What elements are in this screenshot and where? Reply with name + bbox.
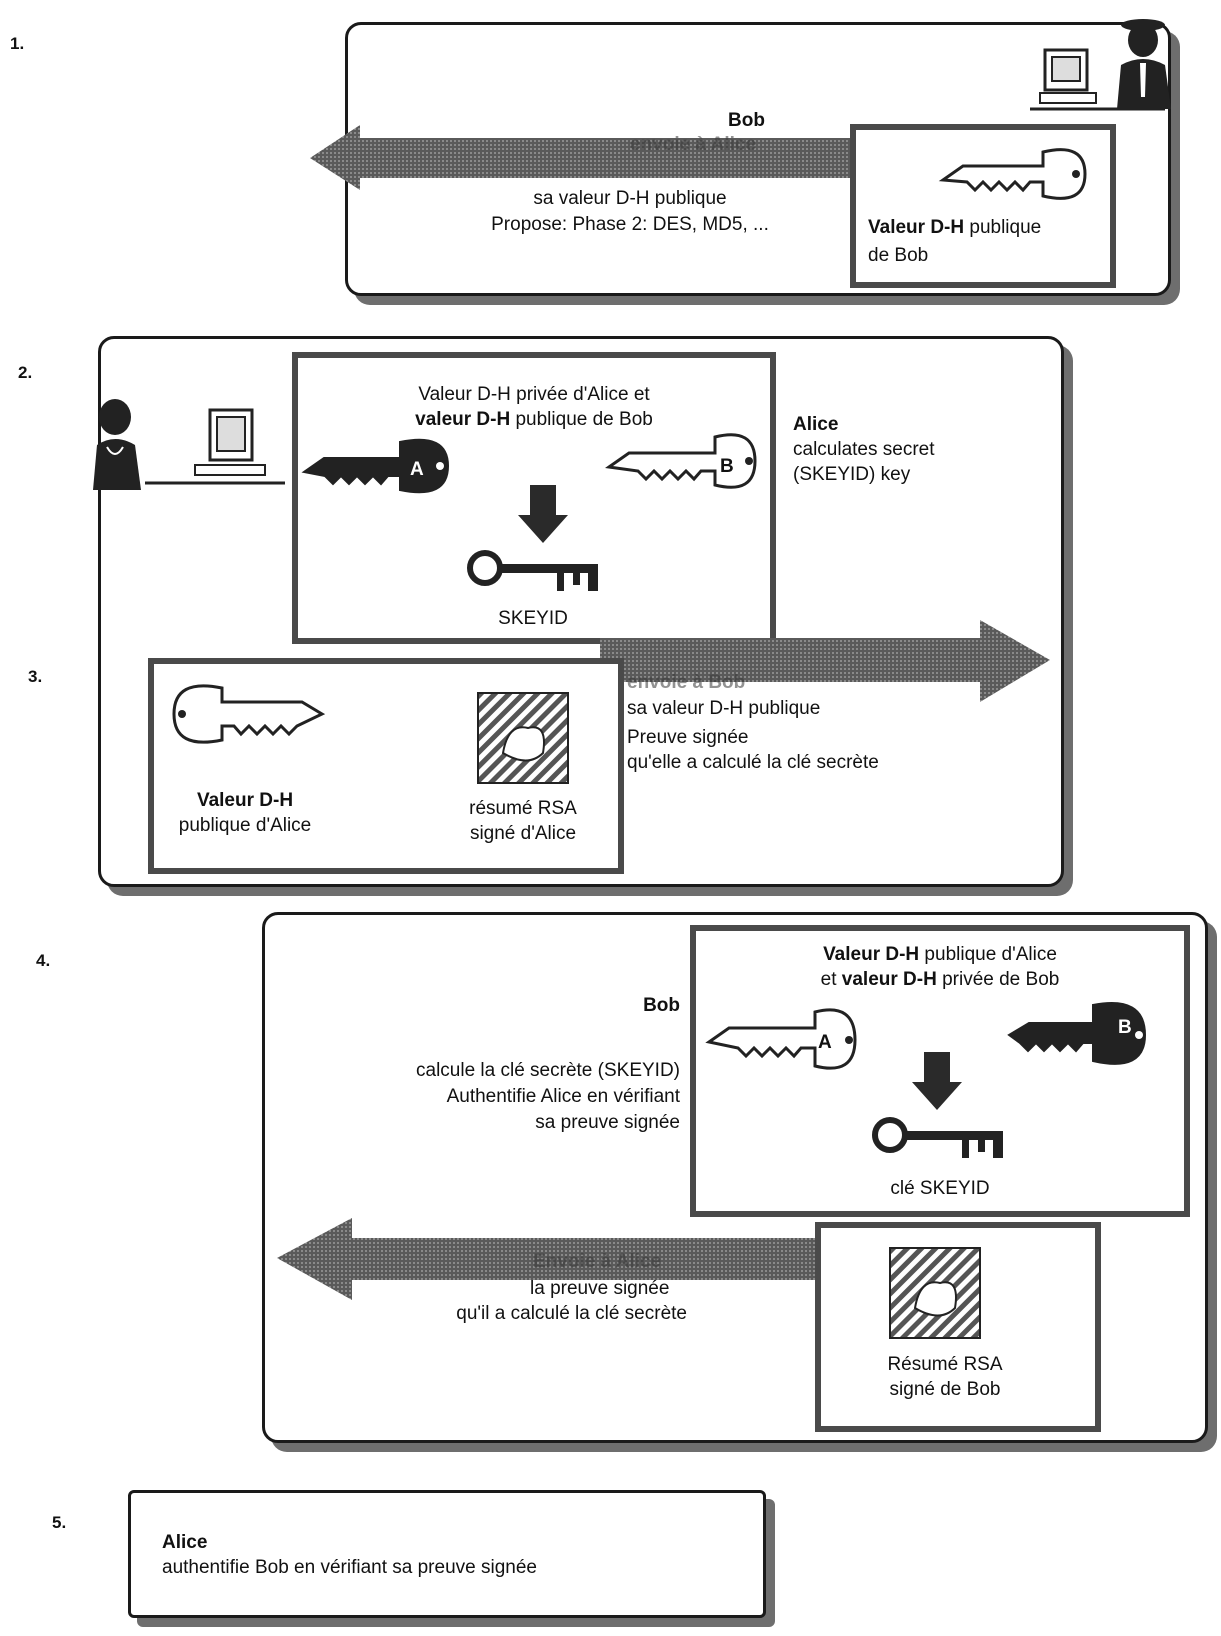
bob-figure-icon xyxy=(1025,5,1205,115)
step4-rsa-caption1: Résumé RSA xyxy=(840,1352,1050,1377)
step4-skeyid-label: clé SKEYID xyxy=(855,1176,1025,1201)
step1-line2: Propose: Phase 2: DES, MD5, ... xyxy=(440,212,820,237)
step2-key-a-label: A xyxy=(410,457,424,482)
alice-private-key-icon xyxy=(300,430,460,500)
step1-arrow-left xyxy=(310,120,850,190)
step3-rsa-caption2: signé d'Alice xyxy=(448,821,598,846)
step-number-1: 1. xyxy=(10,34,24,54)
step4-desc3: sa preuve signée xyxy=(330,1110,680,1135)
step2-actor: Alice xyxy=(793,412,838,437)
step2-skeyid-label: SKEYID xyxy=(468,606,598,631)
step4-line2: qu'il a calculé la clé secrète xyxy=(380,1301,687,1326)
bob-public-key-icon xyxy=(935,138,1095,208)
alice-public-key-icon-2 xyxy=(705,1000,865,1080)
step2-box-line1: Valeur D-H privée d'Alice et xyxy=(298,382,770,407)
step1-key-title-line2: de Bob xyxy=(868,243,928,268)
step4-desc1: calcule la clé secrète (SKEYID) xyxy=(330,1058,680,1083)
step4-box-line2-rest: privée de Bob xyxy=(937,969,1060,990)
skeyid-key-icon xyxy=(465,538,605,598)
step2-key-b-label: B xyxy=(720,454,734,479)
step1-line1: sa valeur D-H publique xyxy=(460,186,800,211)
step3-key-caption1: Valeur D-H xyxy=(160,788,330,813)
step-number-4: 4. xyxy=(36,951,50,971)
step1-arrow-label: envoie à Alice xyxy=(630,134,756,156)
alice-rsa-digest-icon xyxy=(478,693,568,783)
step2-desc2: (SKEYID) key xyxy=(793,462,910,487)
step4-box-line1-bold: Valeur D-H xyxy=(823,944,919,965)
step2-desc1: calculates secret xyxy=(793,437,935,462)
step1-key-title: Valeur D-H publique xyxy=(868,215,1041,240)
step5-actor: Alice xyxy=(162,1530,207,1555)
step5-line1: authentifie Bob en vérifiant sa preuve s… xyxy=(162,1555,537,1580)
step4-actor: Bob xyxy=(380,993,680,1018)
step4-box-line1: Valeur D-H publique d'Alice xyxy=(696,942,1184,967)
alice-public-key-icon xyxy=(160,680,330,760)
step4-box-line1-rest: publique d'Alice xyxy=(919,944,1057,965)
step-number-3: 3. xyxy=(28,667,42,687)
step1-key-title-rest: publique xyxy=(964,217,1041,238)
step-number-2: 2. xyxy=(18,363,32,383)
step4-key-a-label: A xyxy=(818,1030,832,1055)
bob-public-key-icon-2 xyxy=(605,425,765,495)
step3-rsa-caption1: résumé RSA xyxy=(448,796,598,821)
down-arrow-icon xyxy=(518,485,568,545)
step4-box-line2-bold: valeur D-H xyxy=(842,969,937,990)
step4-arrow-label: Envoie à Alice xyxy=(533,1251,661,1273)
down-arrow-icon-2 xyxy=(912,1052,962,1112)
step3-arrow-label: envoie à Bob xyxy=(627,672,745,694)
step4-line1: la preuve signée xyxy=(530,1276,669,1301)
step4-box-line2-pre: et xyxy=(821,969,842,990)
bob-private-key-icon xyxy=(1005,995,1165,1075)
step2-box-line2-bold: valeur D-H xyxy=(415,409,510,430)
step4-box-line2: et valeur D-H privée de Bob xyxy=(696,967,1184,992)
bob-rsa-digest-icon xyxy=(890,1248,980,1338)
step4-desc2: Authentifie Alice en vérifiant xyxy=(330,1084,680,1109)
step1-key-title-bold: Valeur D-H xyxy=(868,217,964,238)
step-number-5: 5. xyxy=(52,1513,66,1533)
step4-key-b-label: B xyxy=(1118,1015,1132,1040)
step1-actor: Bob xyxy=(728,108,765,133)
step3-line1: sa valeur D-H publique xyxy=(627,696,820,721)
step3-line2: Preuve signée xyxy=(627,725,748,750)
step5-panel xyxy=(128,1490,766,1618)
step3-key-caption2: publique d'Alice xyxy=(160,813,330,838)
alice-figure-icon xyxy=(85,395,285,495)
skeyid-key-icon-2 xyxy=(870,1105,1010,1165)
step3-line3: qu'elle a calculé la clé secrète xyxy=(627,750,879,775)
step4-rsa-caption2: signé de Bob xyxy=(840,1377,1050,1402)
